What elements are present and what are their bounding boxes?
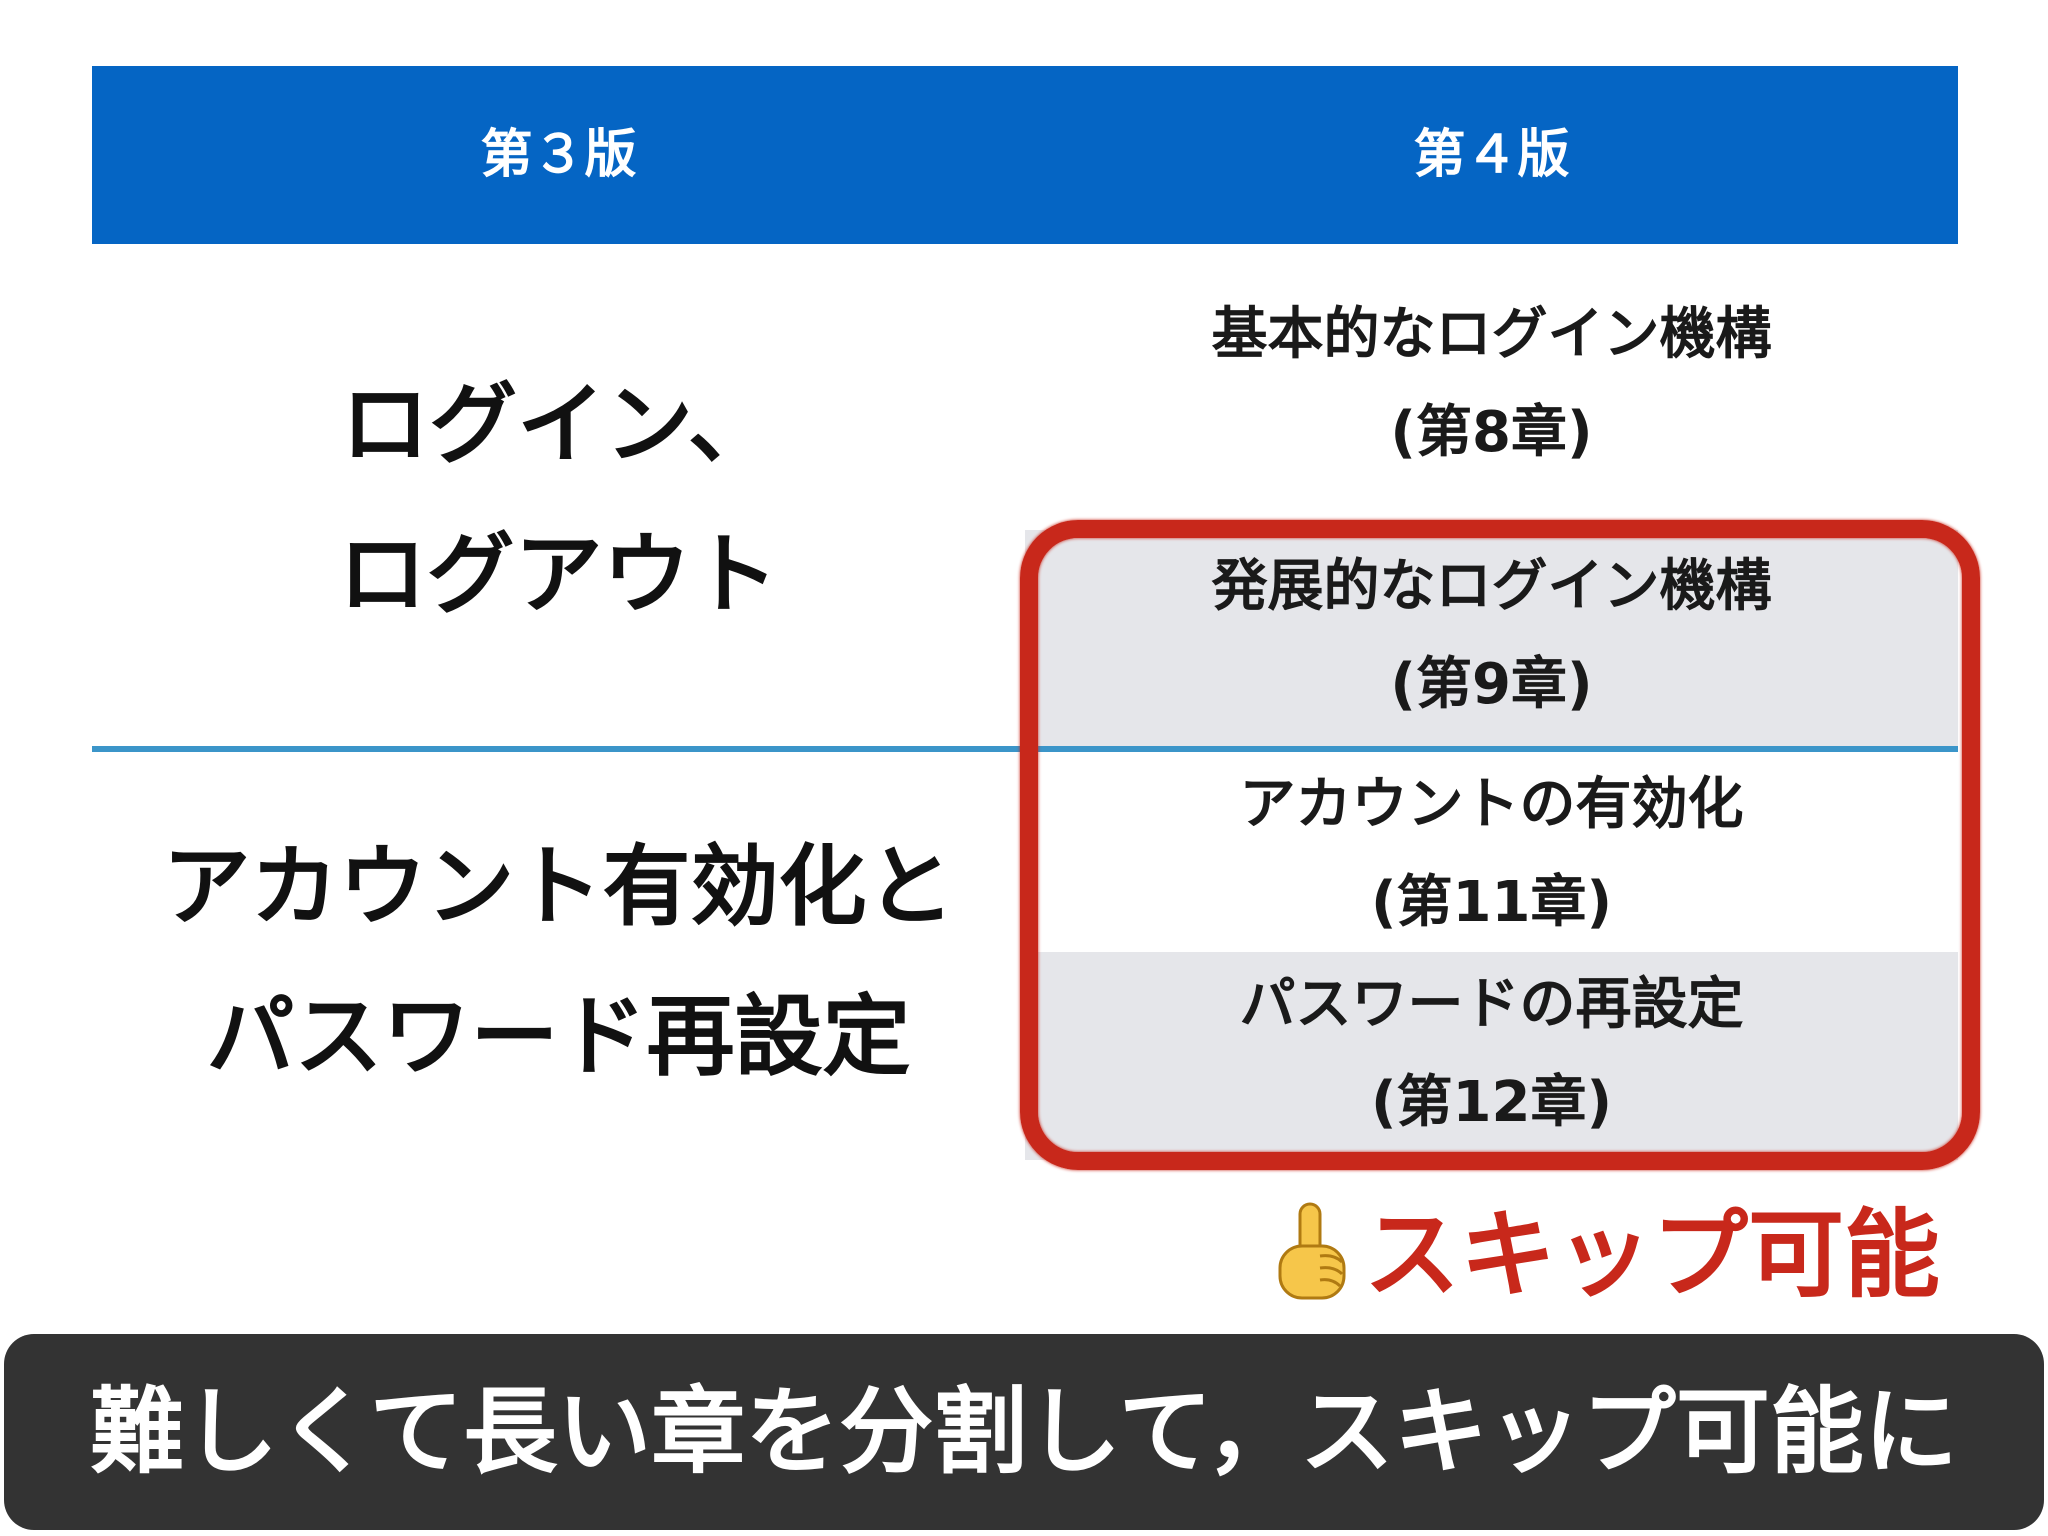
cell-password-reset: パスワードの再設定 (第12章): [1025, 956, 1958, 1152]
skip-label: スキップ可能: [1364, 1198, 1940, 1311]
pointing-up-hand-icon: [1278, 1202, 1346, 1300]
third-edition-login-chapter: ログイン、 ログアウト: [92, 350, 1025, 650]
skip-callout: スキップ可能: [1262, 1200, 1962, 1310]
activation-chapter: (第11章): [1370, 870, 1613, 935]
header-third-edition: 第３版: [480, 125, 637, 185]
shade-password-reset: [1025, 952, 1958, 1160]
account-label-line2: パスワード再設定: [206, 985, 911, 1088]
basic-login-chapter: (第8章): [1390, 400, 1593, 465]
reset-chapter: (第12章): [1370, 1070, 1613, 1135]
summary-banner-text: 難しくて長い章を分割して，スキップ可能に: [90, 1377, 1958, 1487]
login-label-line1: ログイン、: [341, 373, 776, 476]
cell-basic-login: 基本的なログイン機構 (第8章): [1025, 286, 1958, 482]
shade-advanced-login: [1025, 530, 1958, 746]
third-edition-account-chapter: アカウント有効化と パスワード再設定: [92, 812, 1025, 1112]
advanced-login-chapter: (第9章): [1390, 652, 1593, 717]
advanced-login-title: 発展的なログイン機構: [1211, 554, 1772, 619]
header-fourth-edition: 第４版: [1413, 125, 1570, 185]
table-header: 第３版 第４版: [92, 66, 1958, 244]
cell-advanced-login: 発展的なログイン機構 (第9章): [1025, 538, 1958, 734]
summary-banner: 難しくて長い章を分割して，スキップ可能に: [4, 1334, 2044, 1530]
skippable-highlight-frame: [1020, 520, 1980, 1170]
account-label-line1: アカウント有効化と: [162, 835, 955, 938]
reset-title: パスワードの再設定: [1239, 972, 1744, 1037]
login-label-line2: ログアウト: [338, 523, 779, 626]
activation-title: アカウントの有効化: [1239, 772, 1744, 837]
cell-account-activation: アカウントの有効化 (第11章): [1025, 756, 1958, 952]
basic-login-title: 基本的なログイン機構: [1211, 302, 1772, 367]
